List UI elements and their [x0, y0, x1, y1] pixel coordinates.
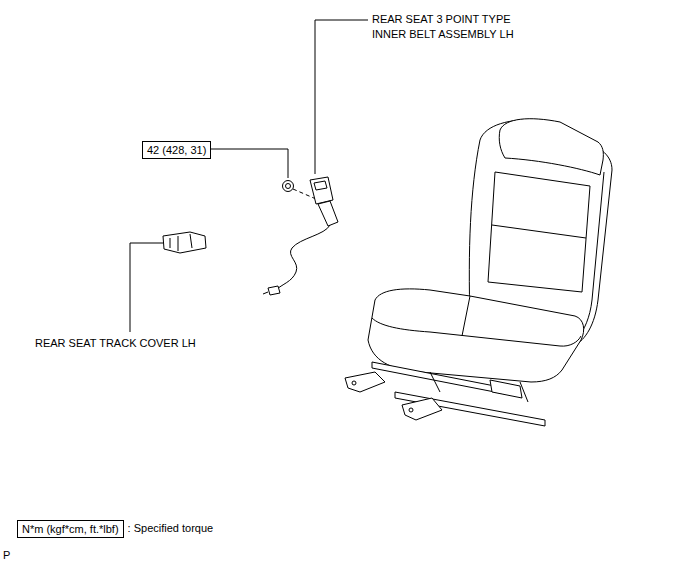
seam: [578, 172, 604, 338]
headrest: [499, 119, 603, 175]
belt-buckle: [314, 181, 327, 190]
nut: [286, 184, 291, 189]
legend-text: : Specified torque: [128, 521, 214, 536]
track-cover: [170, 234, 192, 251]
seam: [492, 225, 586, 238]
track-leg: [430, 372, 528, 402]
bolt-hole: [409, 408, 413, 412]
bolt-hole: [352, 381, 356, 385]
leader-line: [200, 149, 288, 178]
legend-box: N*m (kgf*cm, ft.*lbf): [17, 520, 124, 538]
part-name: REAR SEAT TRACK COVER LH: [35, 336, 196, 351]
torque-box: 42 (428, 31): [142, 141, 211, 159]
track-bracket: [490, 380, 522, 398]
leader-line: [315, 20, 368, 174]
track-bracket: [345, 372, 385, 392]
page-code: P: [3, 548, 10, 563]
leader-line: [130, 243, 163, 332]
seam: [372, 318, 581, 346]
seat-track: [395, 392, 545, 426]
connector: [263, 292, 268, 294]
nut: [283, 181, 294, 192]
wire: [276, 225, 330, 290]
seam: [462, 296, 470, 336]
connector: [268, 286, 280, 295]
part-name: REAR SEAT 3 POINT TYPE INNER BELT ASSEMB…: [372, 12, 544, 42]
torque-value: 42 (428, 31): [147, 144, 206, 156]
track-cover: [163, 232, 206, 253]
buckle-stalk: [318, 201, 338, 226]
track-bracket: [402, 398, 442, 420]
belt-buckle: [310, 177, 333, 204]
torque-value: N*m (kgf*cm, ft.*lbf): [22, 523, 119, 535]
seat-back-panel: [488, 172, 590, 292]
